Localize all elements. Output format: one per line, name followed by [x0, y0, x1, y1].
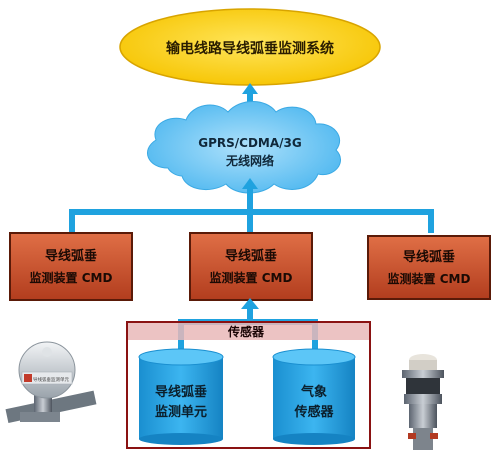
sensor-weather-line1: 气象 — [301, 384, 327, 400]
sensor-sag-unit: 导线弧垂 监测单元 — [138, 348, 224, 445]
system-node: 输电线路导线弧垂监测系统 — [119, 8, 381, 86]
device-left-line2: 监测装置 CMD — [30, 270, 113, 285]
device-right: 导线弧垂 监测装置 CMD — [367, 235, 491, 300]
weather-sensor-photo — [402, 354, 444, 450]
sensor-weather-line2: 传感器 — [293, 404, 334, 420]
network-label-line1: GPRS/CDMA/3G — [198, 136, 302, 150]
network-cloud: GPRS/CDMA/3G 无线网络 — [146, 101, 341, 194]
device-right-line2: 监测装置 CMD — [388, 271, 471, 286]
sensor-group-title: 传感器 — [227, 324, 265, 339]
device-center: 导线弧垂 监测装置 CMD — [189, 232, 313, 301]
connector-devices-to-network — [69, 178, 434, 233]
sag-unit-caption: 导线弧垂监测单元 — [33, 376, 69, 383]
sensor-weather: 气象 传感器 — [272, 348, 356, 445]
system-title: 输电线路导线弧垂监测系统 — [166, 40, 334, 57]
network-label-line2: 无线网络 — [225, 153, 274, 168]
sensor-sag-line1: 导线弧垂 — [155, 384, 207, 400]
sag-unit-photo: 导线弧垂监测单元 — [5, 341, 97, 423]
device-center-line1: 导线弧垂 — [225, 248, 277, 264]
device-right-line1: 导线弧垂 — [403, 249, 455, 265]
sensor-sag-line2: 监测单元 — [155, 404, 207, 420]
device-left: 导线弧垂 监测装置 CMD — [9, 232, 133, 301]
device-center-line2: 监测装置 CMD — [210, 270, 293, 285]
device-left-line1: 导线弧垂 — [45, 248, 97, 264]
sensor-group: 传感器 — [126, 321, 371, 449]
